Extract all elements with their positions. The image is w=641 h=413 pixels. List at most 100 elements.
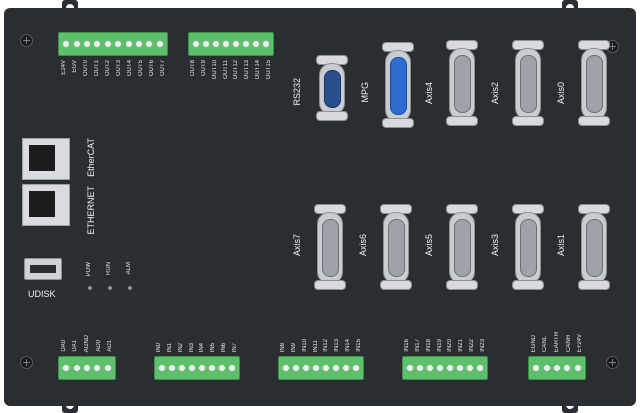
terminal-pin-label: OUT14 xyxy=(254,60,261,80)
terminal-pin[interactable] xyxy=(232,40,240,48)
terminal-pin[interactable] xyxy=(322,364,330,372)
terminal-pin-label: OUT1 xyxy=(93,60,100,77)
udisk-port[interactable] xyxy=(24,258,62,280)
terminal-pin[interactable] xyxy=(466,364,474,372)
terminal-pin[interactable] xyxy=(426,364,434,372)
terminal-pin-label: IN7 xyxy=(231,342,238,352)
terminal-pin[interactable] xyxy=(82,364,91,372)
terminal-pin[interactable] xyxy=(93,40,102,48)
axis7-connector[interactable] xyxy=(314,204,346,290)
terminal-pin[interactable] xyxy=(158,364,166,372)
terminal-pin[interactable] xyxy=(262,40,270,48)
terminal-pin[interactable] xyxy=(406,364,414,372)
axis4-label: Axis4 xyxy=(424,82,434,105)
terminal-pin[interactable] xyxy=(352,364,360,372)
terminal-pin[interactable] xyxy=(188,364,196,372)
terminal-pin[interactable] xyxy=(416,364,424,372)
terminal-pin-label: AD1 xyxy=(107,340,114,352)
terminal-pin-label: IN8 xyxy=(280,342,287,352)
mpg-connector[interactable] xyxy=(382,42,414,128)
terminal-pin-label: OUT11 xyxy=(222,60,229,79)
terminal-pin[interactable] xyxy=(552,364,561,372)
terminal-pin[interactable] xyxy=(103,364,112,372)
terminal-pin[interactable] xyxy=(62,364,71,372)
terminal-pin[interactable] xyxy=(332,364,340,372)
terminal-pin-label: OUT6 xyxy=(148,60,155,77)
terminal-pin[interactable] xyxy=(168,364,176,372)
terminal-pin[interactable] xyxy=(222,40,230,48)
terminal-pin-label: IN19 xyxy=(436,339,443,352)
axis4-connector[interactable] xyxy=(446,40,478,126)
terminal-pin[interactable] xyxy=(476,364,484,372)
terminal-pin-label: IN3 xyxy=(188,342,195,352)
terminal-pin-label: IN1 xyxy=(167,342,174,352)
terminal-pin-label: DA1 xyxy=(72,340,79,352)
terminal-pin[interactable] xyxy=(124,40,133,48)
terminal-pin-label: IN11 xyxy=(312,339,319,352)
ethernet-port[interactable] xyxy=(22,184,70,226)
terminal-block-in-16-23 xyxy=(402,356,488,380)
alm-led-icon xyxy=(128,286,132,290)
axis3-label: Axis3 xyxy=(490,234,500,257)
terminal-pin[interactable] xyxy=(252,40,260,48)
terminal-pin[interactable] xyxy=(302,364,310,372)
terminal-pin[interactable] xyxy=(72,40,81,48)
terminal-pin-label: EARTH xyxy=(554,331,560,352)
terminal-pin[interactable] xyxy=(436,364,444,372)
terminal-pin[interactable] xyxy=(446,364,454,372)
terminal-block-in-0-7 xyxy=(154,356,240,380)
terminal-pin-label: AD0 xyxy=(95,340,102,352)
terminal-pin[interactable] xyxy=(145,40,154,48)
terminal-pin[interactable] xyxy=(212,40,220,48)
terminal-pin-label: IN14 xyxy=(344,339,351,352)
terminal-pin[interactable] xyxy=(103,40,112,48)
terminal-pin-label: CANL xyxy=(542,335,549,352)
terminal-pin[interactable] xyxy=(178,364,186,372)
terminal-pin-label: CANH xyxy=(565,334,572,352)
axis2-connector[interactable] xyxy=(512,40,544,126)
terminal-pin-label: IN10 xyxy=(301,339,308,352)
terminal-pin-label: IN22 xyxy=(468,339,475,352)
terminal-pin[interactable] xyxy=(456,364,464,372)
terminal-pin[interactable] xyxy=(192,40,200,48)
terminal-pin-label: OUT7 xyxy=(159,60,166,77)
terminal-pin-label: IN20 xyxy=(447,339,454,352)
ethercat-port[interactable] xyxy=(22,138,70,180)
terminal-pin[interactable] xyxy=(114,40,123,48)
terminal-pin[interactable] xyxy=(573,364,582,372)
terminal-pin[interactable] xyxy=(155,40,164,48)
terminal-pin[interactable] xyxy=(208,364,216,372)
screw-icon xyxy=(20,356,33,369)
terminal-pin[interactable] xyxy=(282,364,290,372)
terminal-pin-label: IN4 xyxy=(199,342,206,352)
terminal-pin-label: IN17 xyxy=(415,339,422,352)
terminal-pin-label: OUT5 xyxy=(137,60,144,77)
terminal-pin-label: IN21 xyxy=(458,339,465,352)
terminal-pin-label: IN18 xyxy=(425,339,432,352)
terminal-pin[interactable] xyxy=(62,40,71,48)
terminal-pin[interactable] xyxy=(242,40,250,48)
axis3-connector[interactable] xyxy=(512,204,544,290)
terminal-pin[interactable] xyxy=(198,364,206,372)
axis0-connector[interactable] xyxy=(578,40,610,126)
terminal-pin-label: E+24V xyxy=(577,333,584,352)
terminal-pin-label: OUT3 xyxy=(115,60,122,77)
axis1-connector[interactable] xyxy=(578,204,610,290)
axis6-connector[interactable] xyxy=(380,204,412,290)
terminal-pin[interactable] xyxy=(228,364,236,372)
axis5-connector[interactable] xyxy=(446,204,478,290)
terminal-pin[interactable] xyxy=(134,40,143,48)
terminal-pin[interactable] xyxy=(218,364,226,372)
terminal-pin[interactable] xyxy=(342,364,350,372)
terminal-pin[interactable] xyxy=(72,364,81,372)
rs232-connector[interactable] xyxy=(316,55,348,121)
ethercat-label: EtherCAT xyxy=(86,138,96,177)
terminal-pin[interactable] xyxy=(292,364,300,372)
terminal-pin[interactable] xyxy=(312,364,320,372)
terminal-pin[interactable] xyxy=(532,364,541,372)
terminal-pin[interactable] xyxy=(93,364,102,372)
terminal-pin[interactable] xyxy=(202,40,210,48)
terminal-pin[interactable] xyxy=(563,364,572,372)
terminal-pin[interactable] xyxy=(542,364,551,372)
terminal-pin[interactable] xyxy=(82,40,91,48)
